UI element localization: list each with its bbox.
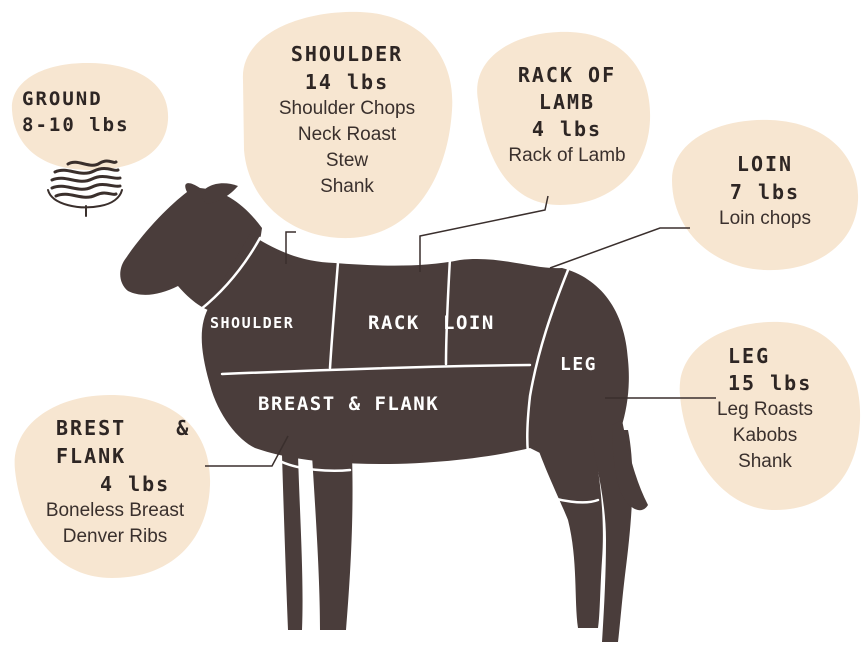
shoulder-title: SHOULDER: [247, 40, 447, 68]
ground-callout: GROUND 8-10 lbs: [22, 86, 152, 138]
cut-label-breast-flank: BREAST & FLANK: [258, 393, 439, 415]
leg-weight: 15 lbs: [690, 370, 840, 397]
rack-title-line2: LAMB: [482, 89, 652, 116]
shoulder-item: Neck Roast: [247, 122, 447, 148]
cut-label-shoulder: SHOULDER: [210, 314, 294, 332]
leg-callout: LEG 15 lbs Leg Roasts Kabobs Shank: [690, 343, 840, 475]
breast-weight: 4 lbs: [30, 470, 200, 498]
breast-title-line1: BREST &: [30, 414, 200, 442]
breast-title-part1: BREST: [56, 416, 126, 440]
cut-label-loin: LOIN: [443, 312, 495, 334]
cut-label-leg: LEG: [560, 354, 597, 375]
leg-item: Shank: [690, 449, 840, 475]
shoulder-weight: 14 lbs: [247, 68, 447, 96]
loin-item: Loin chops: [690, 206, 840, 232]
breast-title-line2: FLANK: [30, 442, 200, 470]
breast-item: Boneless Breast: [30, 498, 200, 524]
rack-callout: RACK OF LAMB 4 lbs Rack of Lamb: [482, 62, 652, 169]
loin-weight: 7 lbs: [690, 178, 840, 206]
loin-callout: LOIN 7 lbs Loin chops: [690, 150, 840, 232]
lamb-front-leg-1: [282, 455, 303, 630]
cut-label-rack: RACK: [368, 312, 420, 334]
breast-title-amp: &: [176, 416, 190, 440]
loin-title: LOIN: [690, 150, 840, 178]
leg-item: Leg Roasts: [690, 397, 840, 423]
shoulder-item: Shoulder Chops: [247, 96, 447, 122]
leg-item: Kabobs: [690, 423, 840, 449]
lamb-hind-leg-1: [535, 440, 603, 628]
rack-title-line1: RACK OF: [482, 62, 652, 89]
rack-weight: 4 lbs: [482, 116, 652, 143]
shoulder-item: Shank: [247, 174, 447, 200]
shoulder-item: Stew: [247, 148, 447, 174]
ground-title: GROUND: [22, 86, 152, 112]
breast-callout: BREST & FLANK 4 lbs Boneless Breast Denv…: [30, 414, 200, 550]
lamb-front-leg-2: [312, 455, 353, 630]
rack-item: Rack of Lamb: [482, 143, 652, 169]
breast-item: Denver Ribs: [30, 524, 200, 550]
shoulder-callout: SHOULDER 14 lbs Shoulder Chops Neck Roas…: [247, 40, 447, 200]
ground-weight: 8-10 lbs: [22, 112, 152, 138]
leg-title: LEG: [690, 343, 840, 370]
